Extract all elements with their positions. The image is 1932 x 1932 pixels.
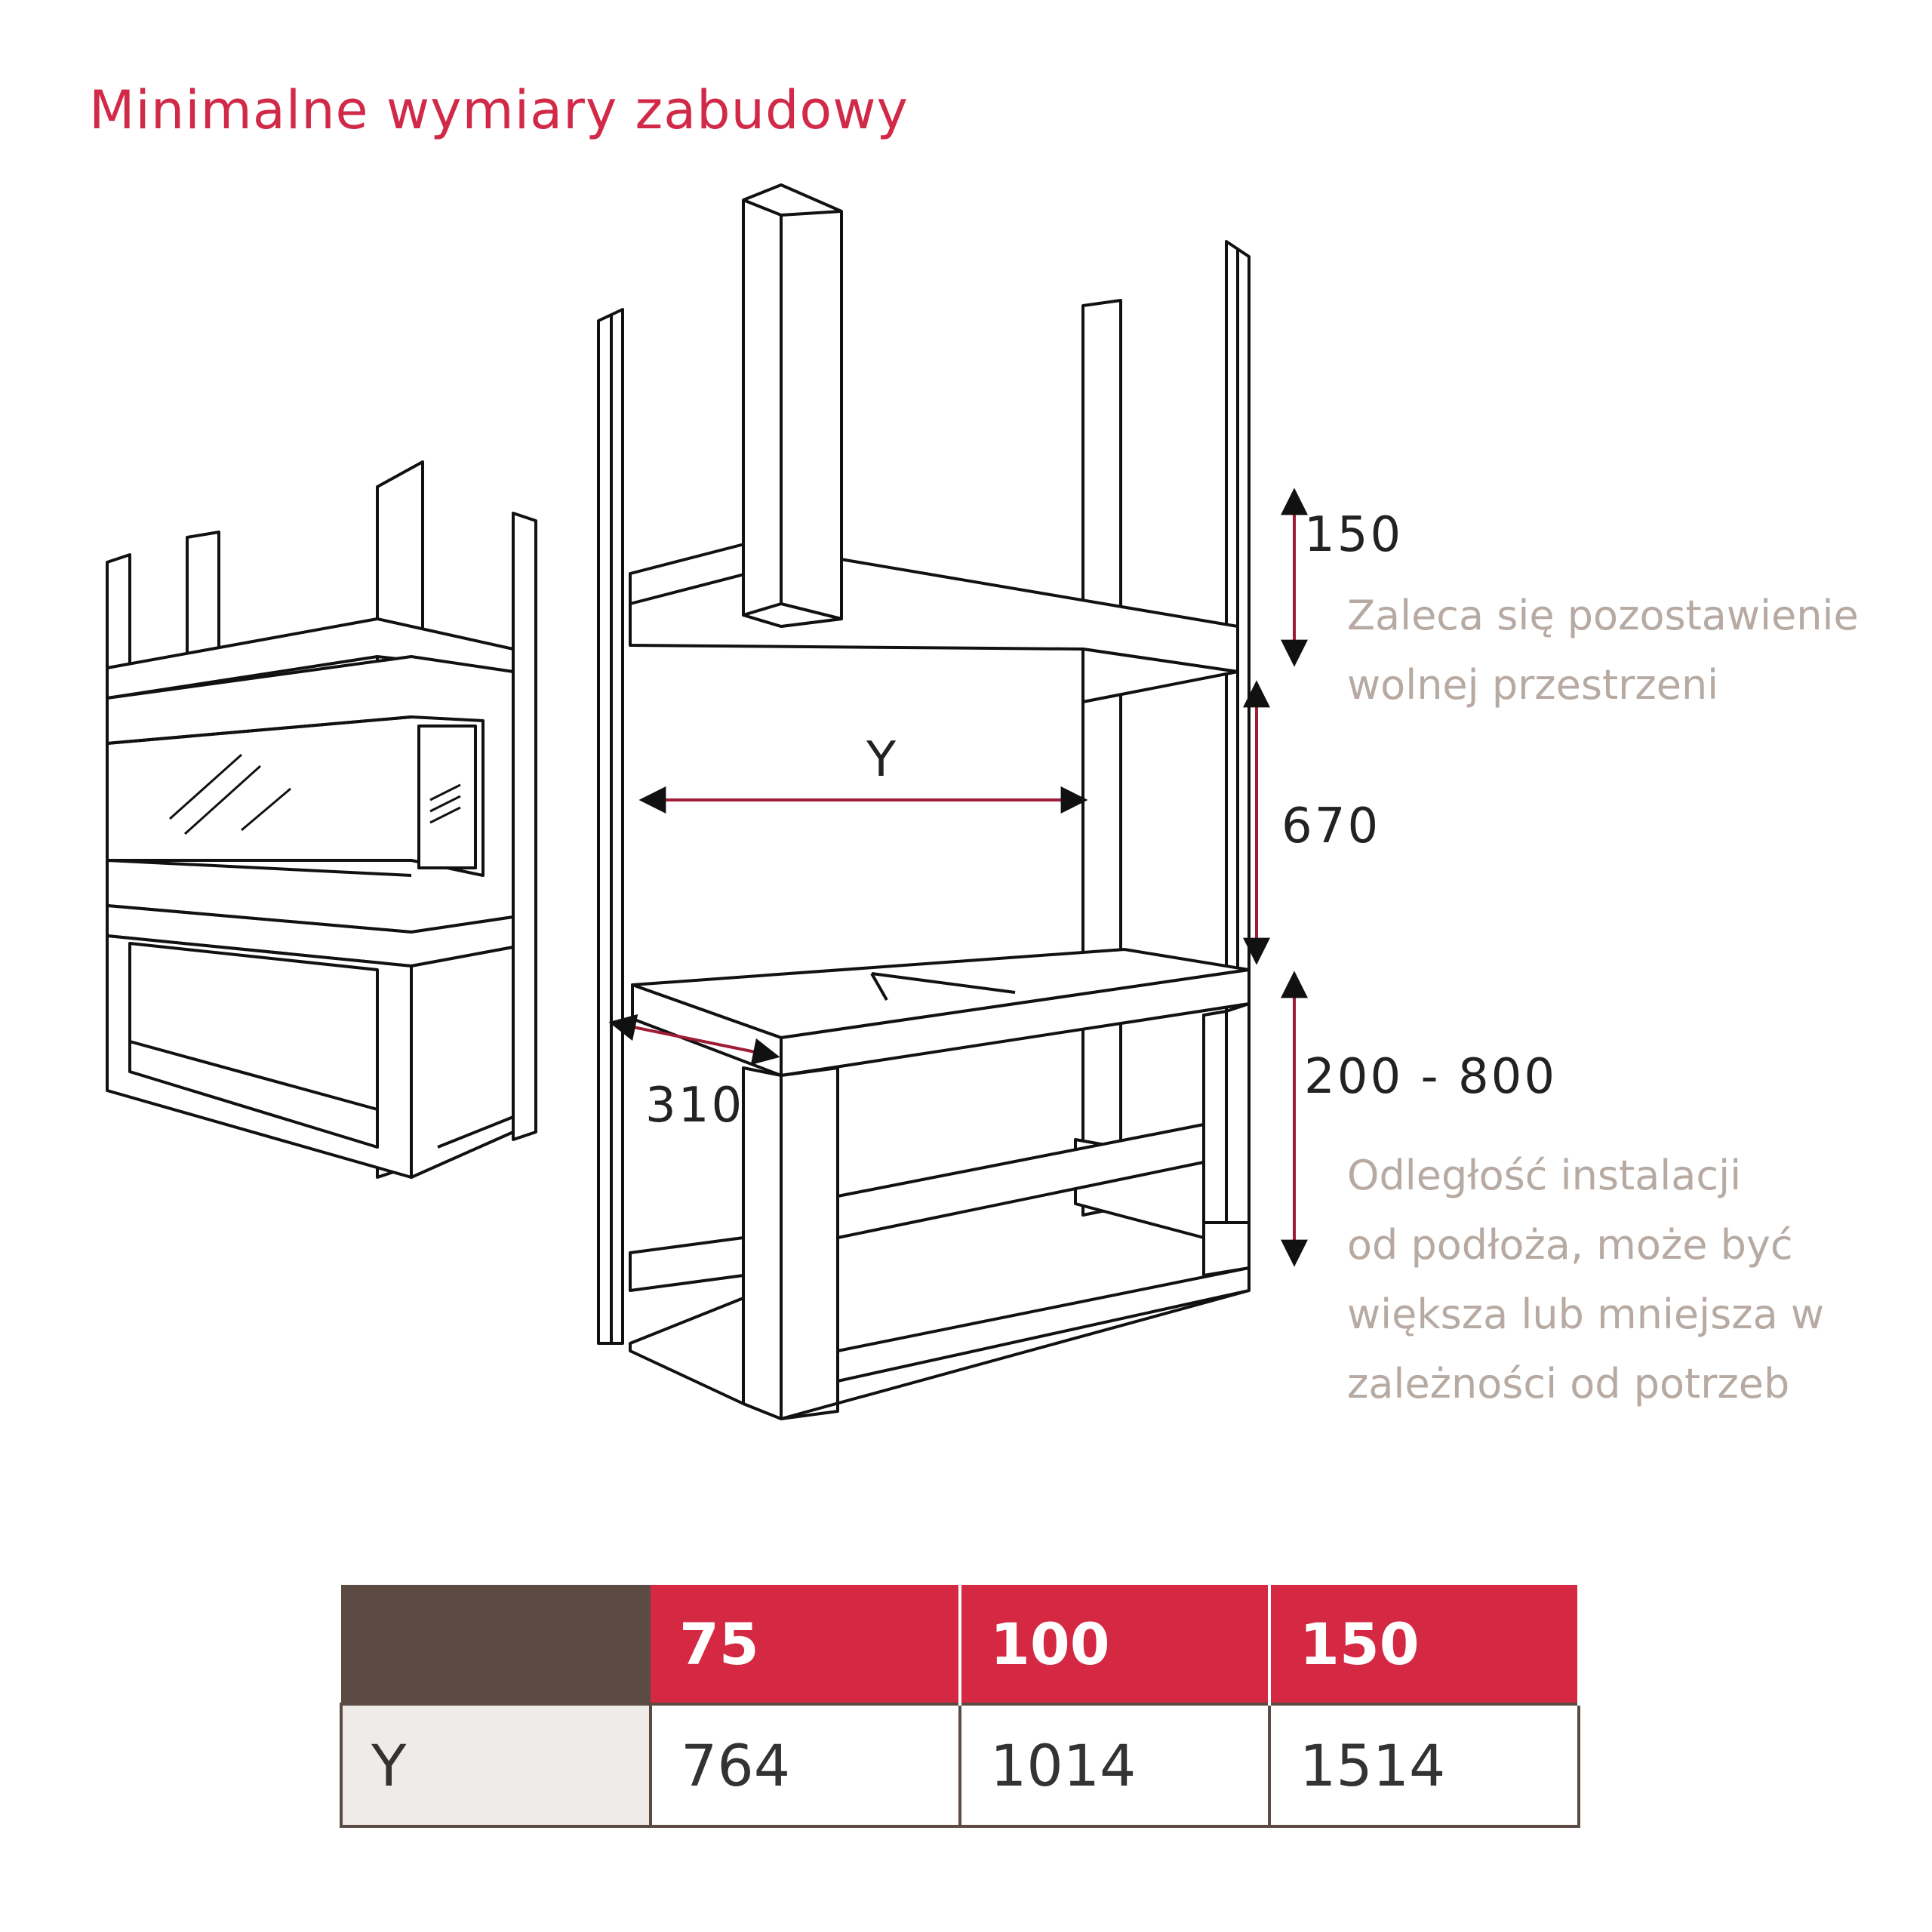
dimension-lines — [608, 488, 1308, 1267]
note-line: od podłoża, może być — [1347, 1221, 1793, 1269]
note-line: większa lub mniejsza w — [1347, 1291, 1825, 1338]
table-cell: 1014 — [958, 1703, 1271, 1828]
table-row: Y 764 1014 1514 — [340, 1703, 1580, 1828]
dimension-width-y: Y — [866, 732, 899, 788]
dimension-depth: 310 — [645, 1078, 745, 1134]
dimension-table: 75 100 150 Y 764 1014 1514 — [340, 1585, 1580, 1828]
dimension-install-height: 200 - 800 — [1304, 1049, 1558, 1105]
table-cell: 1514 — [1268, 1703, 1580, 1828]
dimension-chamber-height: 670 — [1281, 798, 1381, 854]
note-line: Odległość instalacji — [1347, 1152, 1742, 1199]
page-title: Minimalne wymiary zabudowy — [89, 79, 909, 141]
table-header-cell: 75 — [651, 1585, 961, 1704]
note-line: Zaleca się pozostawienie — [1347, 592, 1859, 639]
install-note: Odległość instalacji od podłoża, może by… — [1347, 1141, 1824, 1419]
table-row-label: Y — [340, 1703, 652, 1828]
fireplace-illustration — [106, 460, 537, 1179]
table-corner-cell — [341, 1585, 651, 1704]
top-gap-note: Zaleca się pozostawienie wolnej przestrz… — [1347, 581, 1859, 720]
table-header-cell: 100 — [960, 1585, 1271, 1704]
frame-structure — [597, 183, 1251, 1420]
note-line: zależności od potrzeb — [1347, 1360, 1790, 1407]
table-header-row: 75 100 150 — [341, 1585, 1580, 1704]
dimension-top-gap: 150 — [1304, 507, 1404, 563]
note-line: wolnej przestrzeni — [1347, 661, 1719, 709]
table-header-cell: 150 — [1269, 1585, 1580, 1704]
table-cell: 764 — [649, 1703, 961, 1828]
